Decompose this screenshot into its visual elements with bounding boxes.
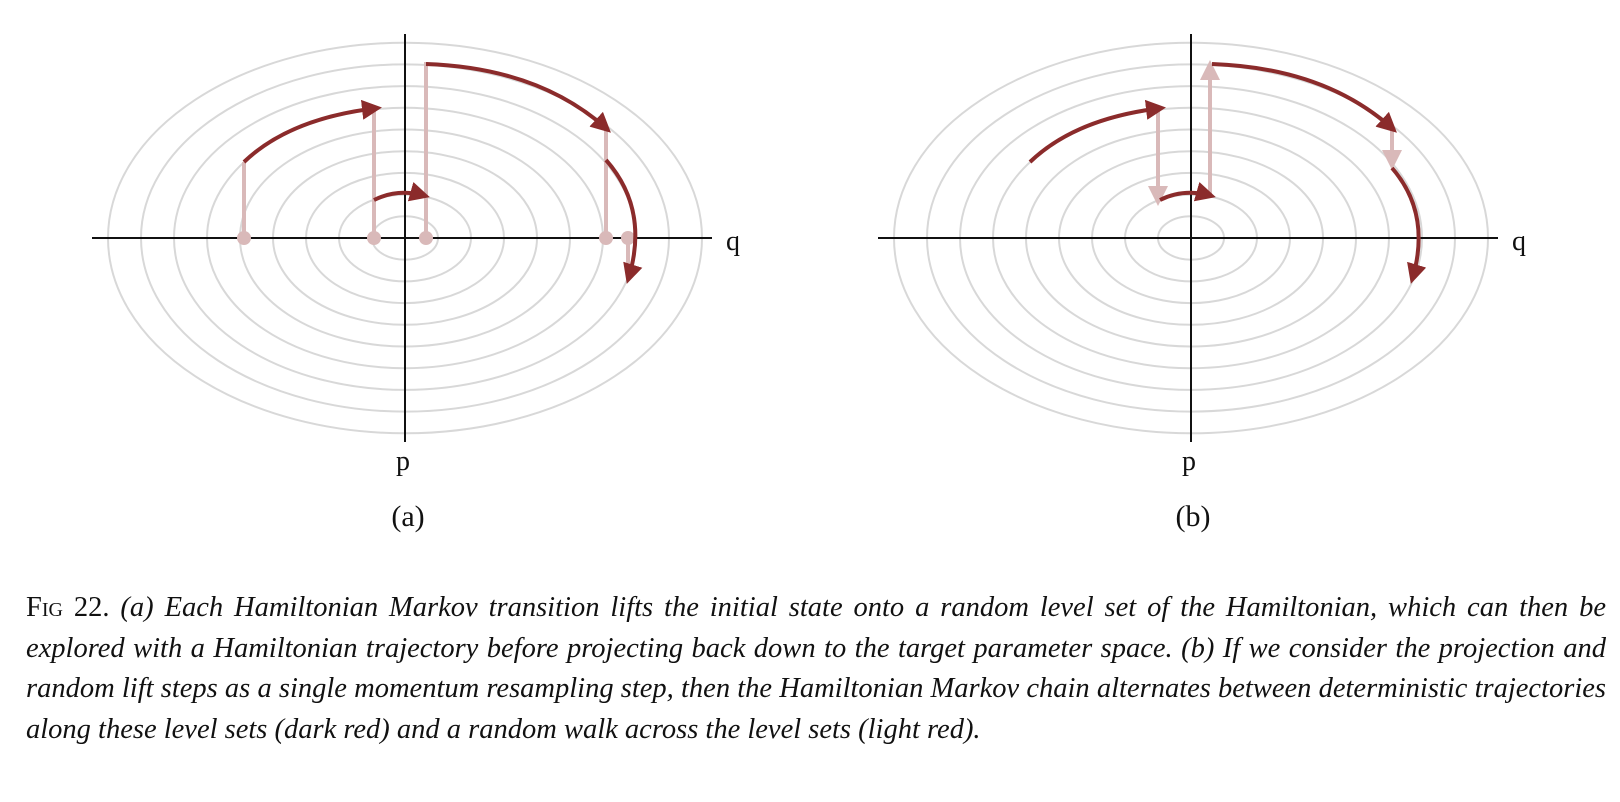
p-axis-label: p xyxy=(1182,446,1196,477)
p-axis-label: p xyxy=(396,446,410,477)
caption-figure-number: Fig 22. xyxy=(26,592,110,623)
trajectory-4 xyxy=(604,158,643,284)
trajectory-3 xyxy=(1211,62,1397,133)
momentum-lifts xyxy=(237,62,635,270)
figure-diagram: q p q p xyxy=(92,34,1526,477)
trajectory-2 xyxy=(373,181,430,202)
trajectory-2 xyxy=(1159,181,1216,202)
figure-caption: Fig 22. (a) Each Hamiltonian Markov tran… xyxy=(26,588,1606,750)
momentum-resampling xyxy=(1148,60,1402,206)
q-axis-label: q xyxy=(726,226,740,257)
q-axis-label: q xyxy=(1512,226,1526,257)
trajectory-4 xyxy=(1390,166,1427,284)
hamiltonian-trajectories xyxy=(1028,62,1427,284)
panel-a: q p xyxy=(92,34,740,477)
trajectory-1 xyxy=(1028,99,1166,164)
panel-b: q p xyxy=(878,34,1526,477)
trajectory-1 xyxy=(242,99,382,164)
caption-text: (a) Each Hamiltonian Markov transition l… xyxy=(26,592,1606,745)
panel-label-a: (a) xyxy=(391,500,425,533)
hamiltonian-trajectories xyxy=(242,62,643,284)
trajectory-3 xyxy=(425,62,611,133)
panel-label-b: (b) xyxy=(1175,500,1211,533)
